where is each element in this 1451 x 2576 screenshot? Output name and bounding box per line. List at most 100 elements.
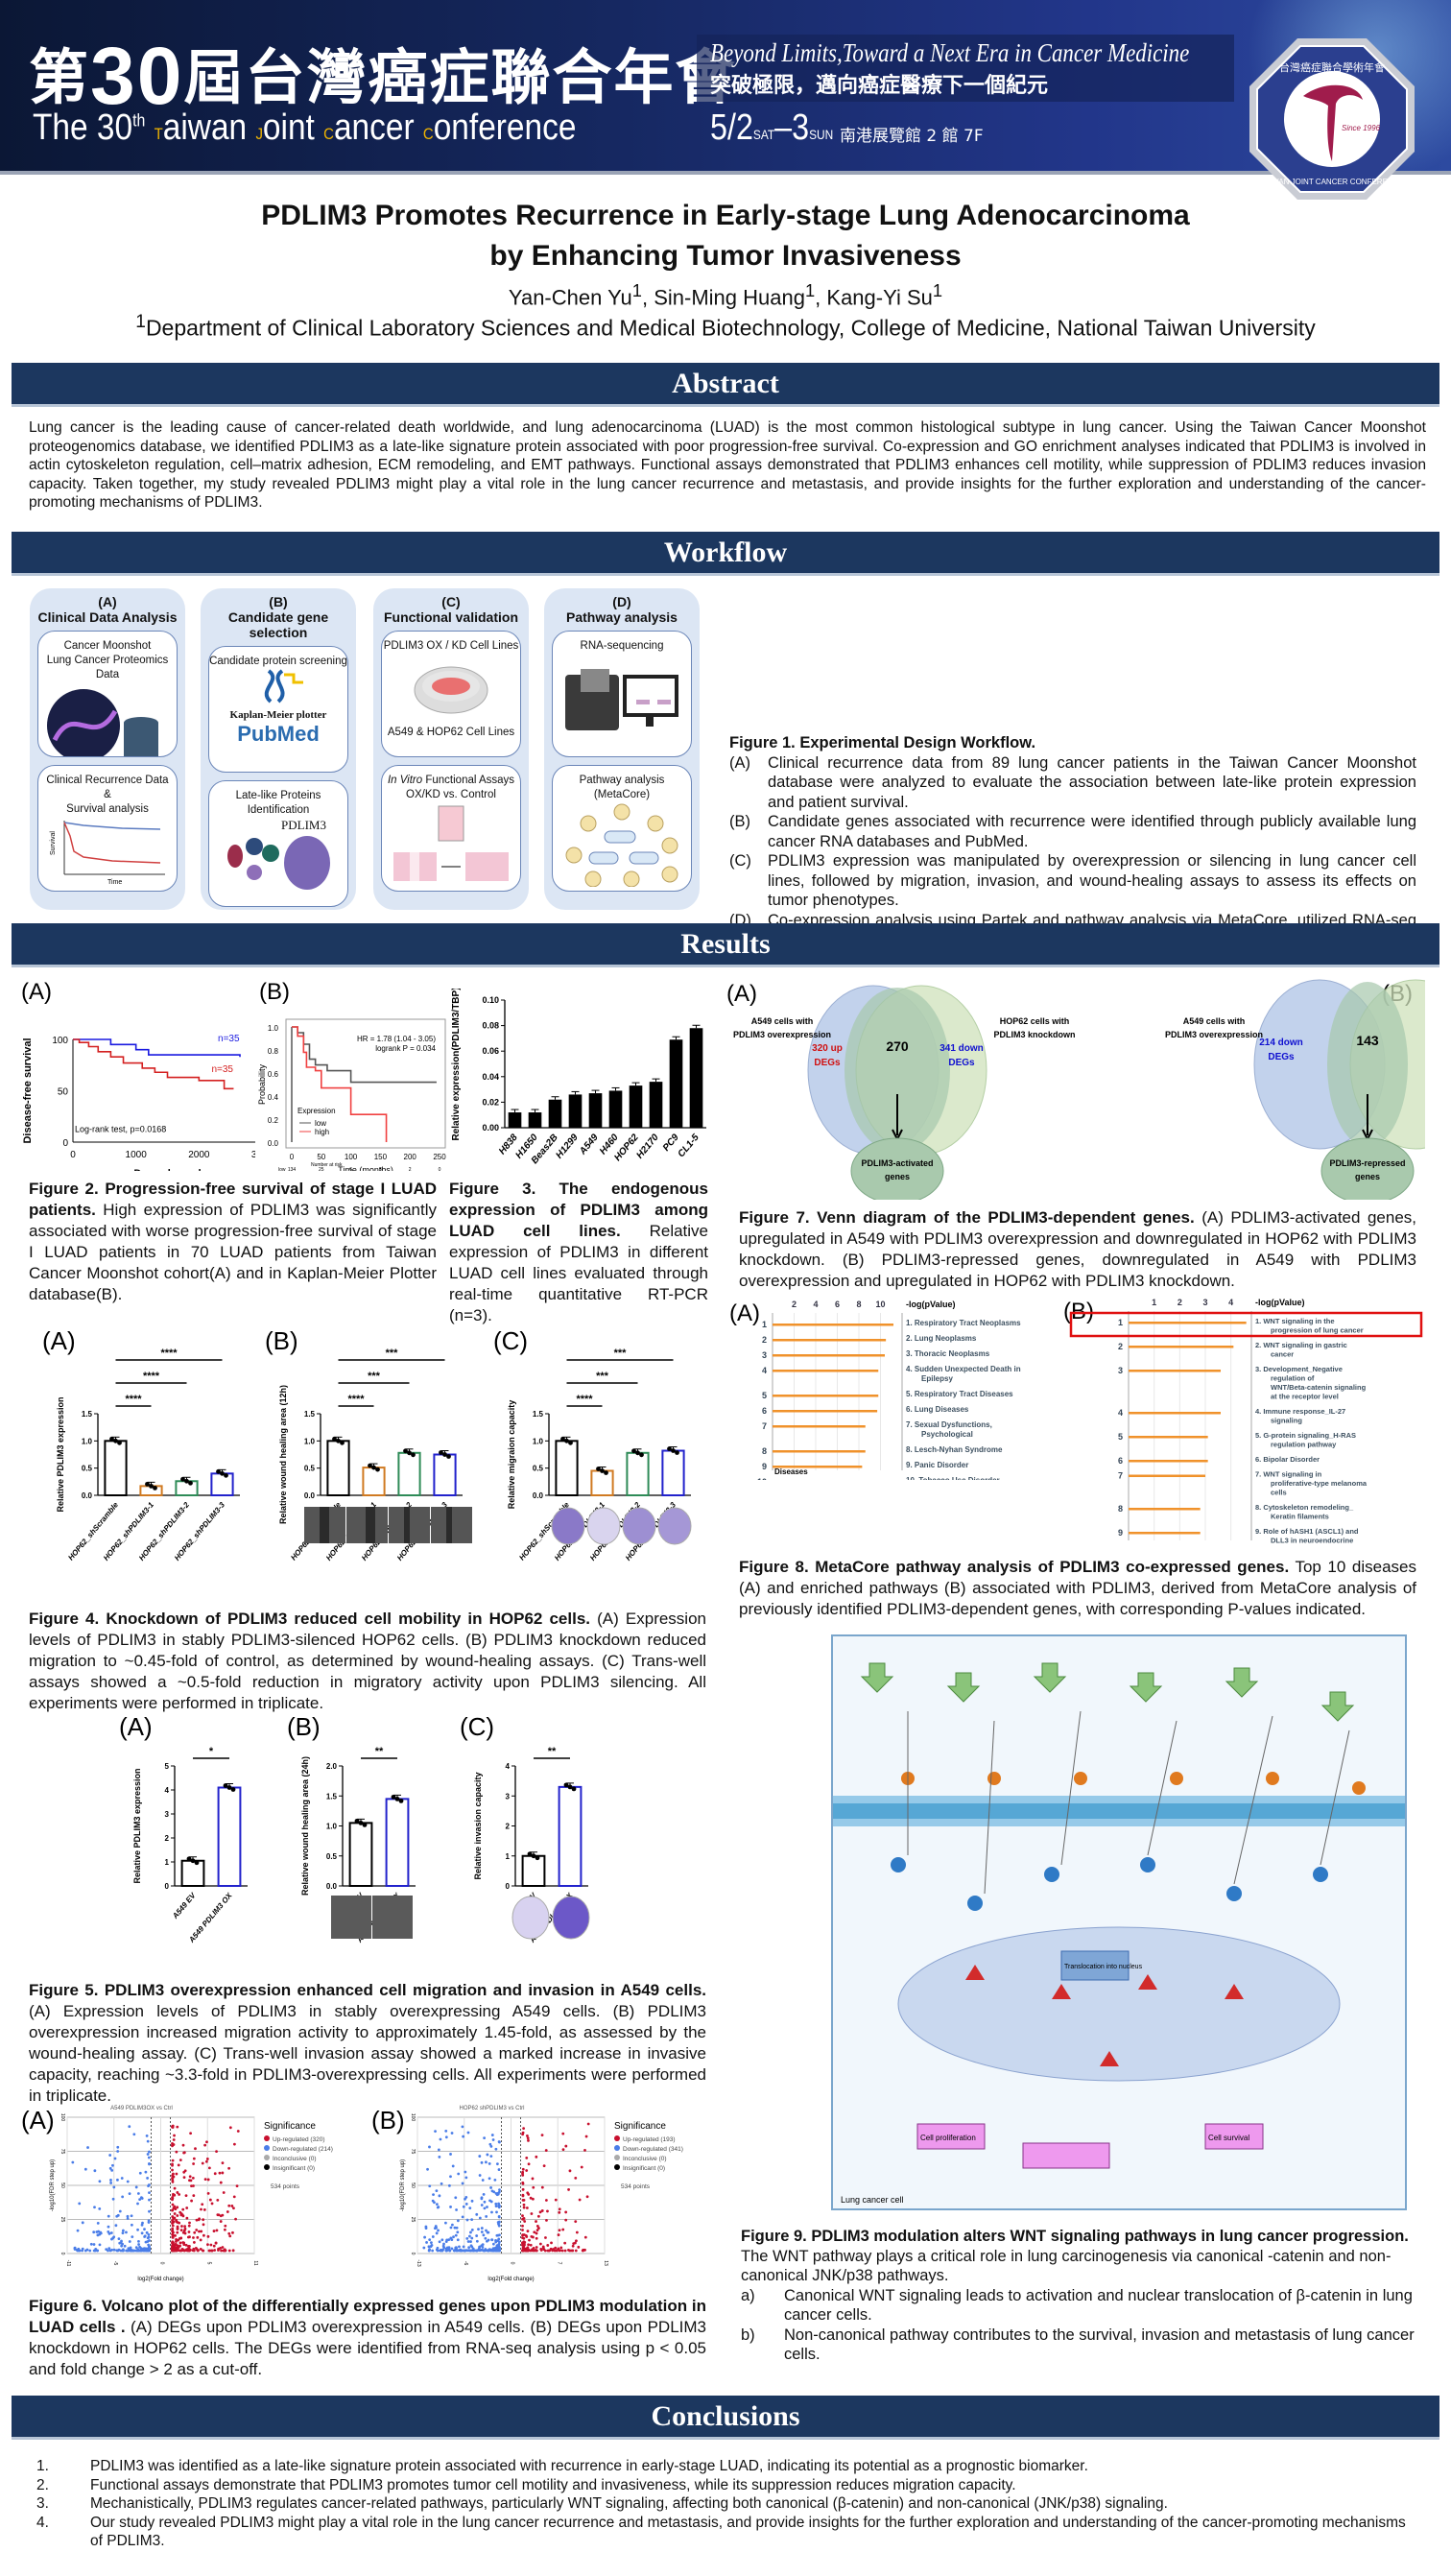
x-tick-label: 2 <box>792 1300 797 1309</box>
transwell-stain-image <box>622 1507 656 1545</box>
down-regulated-point <box>438 2156 441 2159</box>
down-regulated-point <box>470 2228 474 2231</box>
replicate-point <box>371 1465 376 1470</box>
down-regulated-point <box>109 2231 113 2234</box>
category-label: 7. WNT signaling in <box>1255 1470 1322 1479</box>
up-regulated-point <box>585 2195 589 2199</box>
item-key: (C) <box>729 852 751 870</box>
down-regulated-point <box>117 2237 121 2241</box>
x-tick-label: 13 <box>603 2260 608 2266</box>
down-regulated-point <box>81 2247 84 2251</box>
up-regulated-point <box>175 2172 178 2176</box>
up-regulated-point <box>571 2249 575 2253</box>
up-regulated-point <box>521 2217 525 2221</box>
y-tick-label: 75 <box>59 2149 65 2155</box>
up-regulated-point <box>175 2237 178 2241</box>
significance-label: **** <box>143 1371 160 1382</box>
map-label-nucleus: Translocation into nucleus <box>1064 1964 1143 1970</box>
cell-lines-box: PDLIM3 OX / KD Cell Lines A549 & HOP62 C… <box>381 631 521 757</box>
up-regulated-point <box>192 2162 195 2165</box>
down-regulated-point <box>427 2249 431 2253</box>
down-regulated-point <box>83 2167 87 2171</box>
y-tick-label: 50 <box>59 2182 65 2188</box>
up-regulated-point <box>533 2230 536 2234</box>
up-regulated-point <box>218 2171 222 2175</box>
affiliation: 1Department of Clinical Laboratory Scien… <box>0 312 1451 342</box>
replicate-point <box>113 1438 118 1443</box>
up-regulated-point <box>173 2216 177 2220</box>
down-regulated-point <box>126 2217 130 2220</box>
down-regulated-point <box>433 2227 437 2230</box>
up-regulated-point <box>521 2167 525 2171</box>
up-regulated-point <box>530 2212 534 2215</box>
down-regulated-point <box>450 2132 454 2135</box>
box-text: & <box>104 789 111 800</box>
down-regulated-point <box>107 2225 110 2229</box>
down-regulated-point <box>495 2193 499 2197</box>
significance-label: ** <box>548 1746 557 1757</box>
up-regulated-point <box>521 2249 525 2253</box>
x-tick-label: -6 <box>463 2261 468 2266</box>
down-regulated-point <box>486 2153 489 2157</box>
down-regulated-point <box>469 2230 472 2234</box>
up-regulated-point <box>521 2214 524 2218</box>
down-regulated-point <box>488 2177 491 2181</box>
rank-label: 5 <box>762 1391 767 1400</box>
date-end: 3 <box>792 107 810 148</box>
legend-label: high <box>315 1128 329 1136</box>
down-regulated-point <box>484 2236 488 2240</box>
down-regulated-point <box>450 2247 454 2251</box>
category-label: 7. Sexual Dysfunctions, <box>906 1420 992 1429</box>
up-regulated-point <box>183 2169 187 2173</box>
rank-label: 2 <box>1118 1342 1123 1351</box>
caption-title: Figure 3. The endogenous expression of P… <box>449 1180 708 1240</box>
x-tick-label: 0 <box>290 1153 295 1161</box>
up-regulated-point <box>189 2132 192 2135</box>
down-regulated-point <box>147 2243 151 2247</box>
up-regulated-point <box>227 2166 231 2170</box>
replicate-point <box>442 1452 447 1457</box>
down-regulated-point <box>478 2155 482 2158</box>
down-regulated-point <box>136 2249 140 2253</box>
down-regulated-point <box>121 2242 124 2246</box>
down-regulated-point <box>470 2199 474 2203</box>
down-regulated-point <box>439 2137 442 2141</box>
x-axis-label: -log(pValue) <box>1255 1298 1305 1307</box>
down-regulated-point <box>105 2248 108 2252</box>
bar-PC9 <box>669 1039 683 1128</box>
down-regulated-point <box>494 2147 498 2151</box>
replicate-point <box>568 1440 573 1445</box>
down-regulated-point <box>464 2197 466 2201</box>
down-regulated-point <box>424 2225 428 2229</box>
down-regulated-point <box>485 2160 488 2164</box>
replicate-point <box>635 1450 640 1456</box>
down-regulated-point <box>89 2242 93 2246</box>
replicate-point <box>560 1436 565 1442</box>
down-regulated-point <box>120 2239 123 2243</box>
up-regulated-point <box>522 2203 526 2206</box>
up-regulated-point <box>217 2213 221 2217</box>
down-regulated-point <box>478 2216 482 2220</box>
replicate-point <box>362 1822 368 1827</box>
down-regulated-point <box>92 2243 96 2246</box>
up-regulated-point <box>232 2142 236 2146</box>
caption-title: Figure 9. PDLIM3 modulation alters WNT s… <box>741 2228 1409 2245</box>
up-regulated-point <box>186 2235 190 2239</box>
box-text: Functional Assays <box>422 775 515 786</box>
panel-title: Clinical Data Analysis <box>37 609 178 625</box>
down-regulated-point <box>130 2214 133 2218</box>
up-regulated-point <box>171 2144 174 2148</box>
up-regulated-point <box>178 2241 182 2245</box>
down-regulated-point <box>96 2221 100 2225</box>
replicate-point <box>223 1783 228 1788</box>
x-tick-label: 0 <box>510 2262 515 2265</box>
caption-text: (A) Expression levels of PDLIM3 in stabl… <box>29 2002 706 2105</box>
en-rest: aiwan <box>162 107 248 148</box>
up-regulated-point <box>179 2212 183 2215</box>
y-tick-label: 50 <box>58 1087 69 1098</box>
significance-label: *** <box>596 1371 609 1382</box>
up-regulated-point <box>175 2218 178 2222</box>
up-regulated-point <box>535 2249 538 2253</box>
up-regulated-point <box>521 2246 525 2250</box>
up-regulated-point <box>540 2209 544 2212</box>
